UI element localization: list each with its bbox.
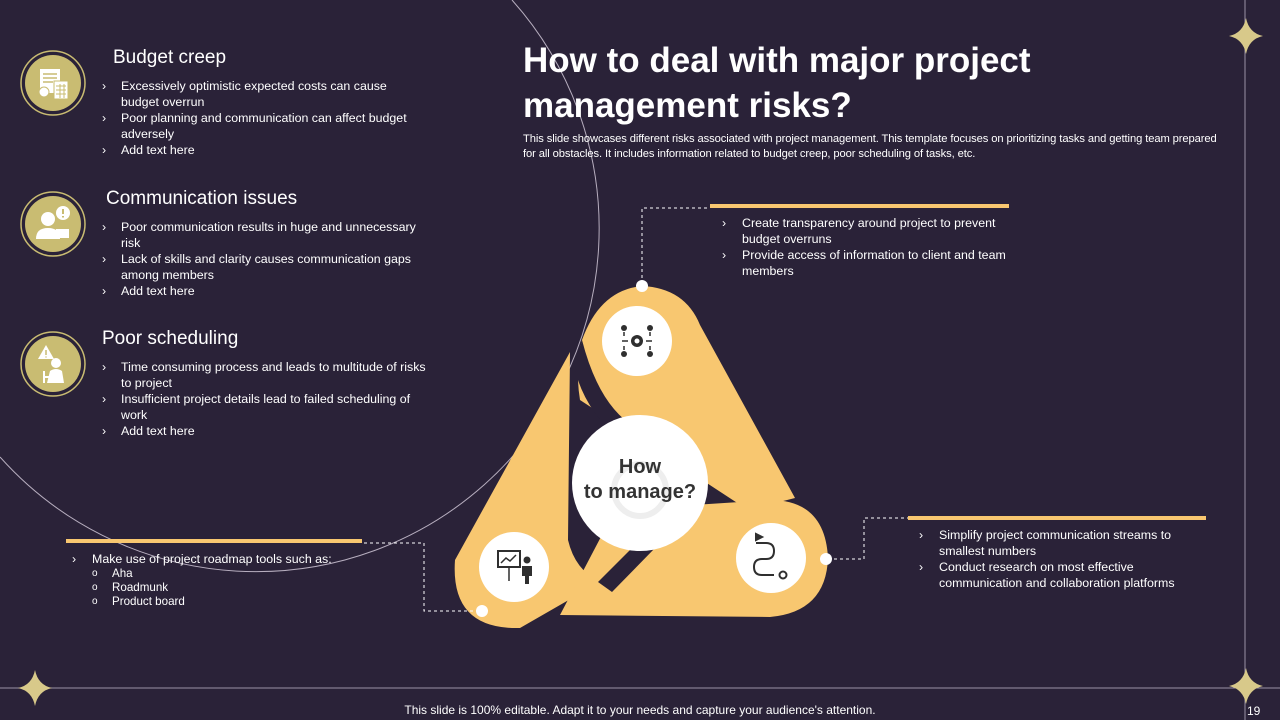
footer-note: This slide is 100% editable. Adapt it to… (404, 703, 876, 717)
risk-bullet: Add text here (102, 283, 428, 299)
solution-list-top: Create transparency around project to pr… (722, 215, 1032, 279)
solution-bullet: Conduct research on most effective commu… (919, 559, 1209, 591)
roadmap-tool-item: Roadmunk (92, 581, 372, 595)
center-label: How to manage? (575, 455, 705, 505)
page-number: 19 (1247, 704, 1261, 718)
risk-bullet: Insufficient project details lead to fai… (102, 391, 428, 423)
roadmap-tools-list: Aha Roadmunk Product board (92, 567, 372, 609)
risk-title: Budget creep (113, 47, 227, 68)
connector-top (641, 207, 710, 284)
triangle-shadow-seam (598, 540, 655, 592)
center-watermark (611, 461, 669, 519)
roadmap-tool-item: Aha (92, 567, 372, 581)
risk-bullet: Add text here (102, 423, 428, 439)
team-network-gear-icon (621, 325, 653, 357)
risk-bullet: Poor communication results in huge and u… (102, 219, 428, 251)
connector-dot-right (820, 553, 832, 565)
risk-bullet: Add text here (102, 142, 428, 158)
solution-list-left: Make use of project roadmap tools such a… (72, 551, 372, 609)
sparkle-star-icon (18, 670, 52, 706)
risk-bullet-list: Poor communication results in huge and u… (102, 219, 428, 299)
risk-bullet: Lack of skills and clarity causes commun… (102, 251, 428, 283)
process-path-icon (752, 532, 788, 580)
solution-list-right: Simplify project communication streams t… (919, 527, 1209, 591)
solution-bullet: Provide access of information to client … (722, 247, 1032, 279)
connector-right (828, 517, 908, 560)
risk-bullet: Time consuming process and leads to mult… (102, 359, 428, 391)
risk-block-poor-scheduling: Poor scheduling Time consuming process a… (20, 327, 460, 447)
risk-block-budget-creep: Budget creep Excessively optimistic expe… (20, 46, 460, 166)
presentation-roadmap-icon (497, 550, 532, 584)
risk-bullet-list: Time consuming process and leads to mult… (102, 359, 428, 439)
solution-bullet: Create transparency around project to pr… (722, 215, 1032, 247)
solution-bullet: Simplify project communication streams t… (919, 527, 1209, 559)
risk-block-communication-issues: Communication issues Poor communication … (20, 187, 460, 307)
risk-title: Poor scheduling (102, 328, 239, 349)
solution-bullet: Make use of project roadmap tools such a… (72, 551, 372, 609)
budget-calculator-icon (20, 50, 86, 116)
sparkle-star-icon (1229, 668, 1263, 704)
risk-bullet-list: Excessively optimistic expected costs ca… (102, 78, 428, 158)
risk-bullet: Excessively optimistic expected costs ca… (102, 78, 428, 110)
connector-dot-top (636, 280, 648, 292)
slide-title: How to deal with major project managemen… (523, 41, 1031, 125)
connector-dot-left (476, 605, 488, 617)
center-label-line1: How (618, 456, 662, 478)
slide-subtitle: This slide showcases different risks ass… (523, 133, 1217, 160)
scheduling-warning-icon (20, 331, 86, 397)
risk-bullet: Poor planning and communication can affe… (102, 110, 428, 142)
communication-alert-icon (20, 191, 86, 257)
solution-bullet-text: Make use of project roadmap tools such a… (92, 552, 332, 566)
center-circle (572, 415, 708, 551)
sparkle-star-icon (1229, 18, 1263, 54)
center-label-line2: to manage? (583, 481, 697, 503)
roadmap-tool-item: Product board (92, 595, 372, 609)
risk-title: Communication issues (106, 188, 298, 209)
